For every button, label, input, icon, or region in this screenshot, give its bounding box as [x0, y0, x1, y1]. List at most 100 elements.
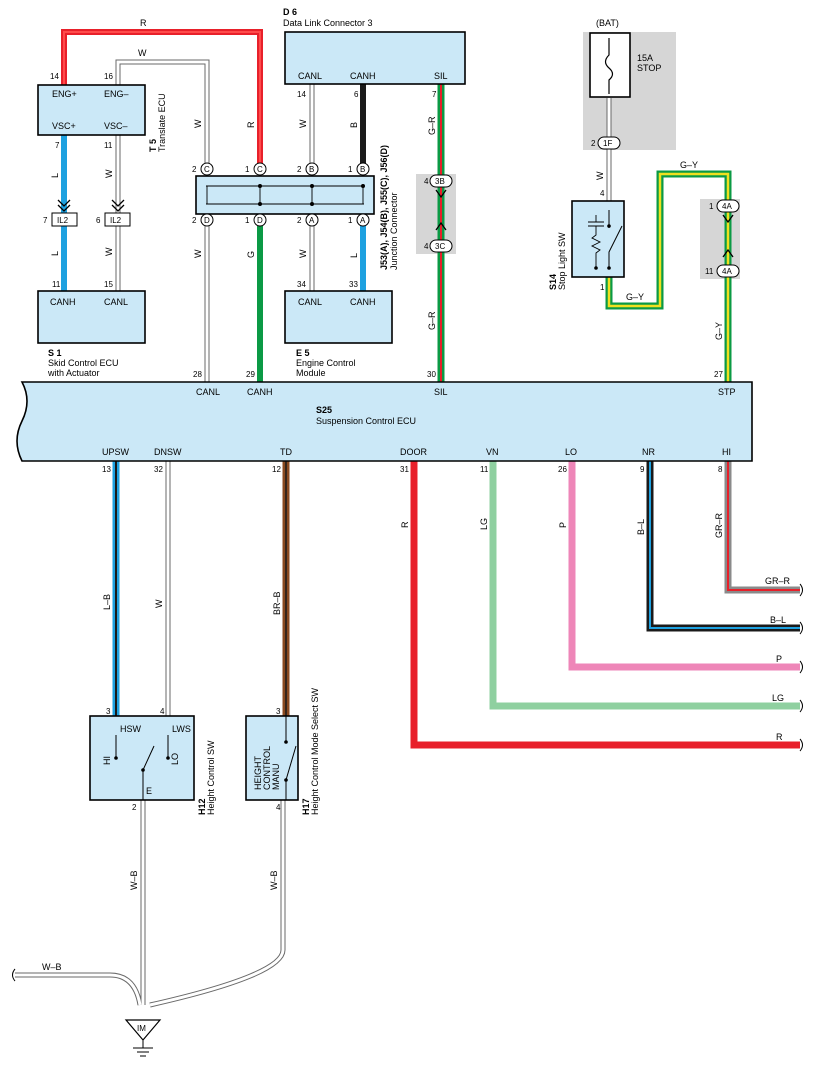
wire-label-r-2: R	[400, 521, 410, 528]
wire-label-w-1: W	[193, 119, 203, 128]
wire-label-wb-1: W–B	[129, 870, 139, 890]
e5-pin-canl: CANL	[298, 297, 322, 307]
pin-number: 4	[600, 189, 605, 198]
junction-b-right: B	[360, 165, 365, 174]
wire-label-b: B	[349, 122, 359, 128]
wire-r-top	[61, 29, 263, 170]
wire-label-gr-2: G–R	[427, 311, 437, 330]
s25-pin-dnsw: DNSW	[154, 447, 182, 457]
wire-label-gy-2: G–Y	[626, 292, 644, 302]
wire-label-w-7: W	[595, 171, 605, 180]
junction-code: J53(A), J54(B), J55(C), J56(D)	[379, 145, 389, 270]
pin-number: 9	[640, 465, 645, 474]
d6-name: Data Link Connector 3	[283, 18, 373, 28]
ground-icon	[124, 1019, 162, 1057]
pin-number: 11	[480, 465, 489, 474]
wire-label-grr-1: GR–R	[714, 512, 724, 538]
pin-number: 30	[427, 370, 436, 379]
d6-pin-canl: CANL	[298, 71, 322, 81]
pin-number: 14	[297, 90, 306, 99]
s25-pin-nr: NR	[642, 447, 655, 457]
connector-1f-label: 1F	[603, 139, 612, 148]
junction-d-right: D	[257, 216, 263, 225]
e5-engine-control-module-box	[284, 290, 393, 344]
wire-end-markers	[12, 583, 803, 982]
wire-label-w-4: W	[104, 247, 114, 256]
d6-code: D 6	[283, 7, 297, 17]
h12-lws-label: LWS	[172, 724, 191, 734]
switch-icon	[284, 716, 297, 800]
s25-pin-td: TD	[280, 447, 292, 457]
pin-number: 33	[349, 280, 358, 289]
s1-code: S 1	[48, 348, 62, 358]
t5-pin-eng-minus: ENG–	[104, 89, 129, 99]
junction-a-left: A	[309, 216, 315, 225]
connector-1f	[597, 136, 621, 150]
wire-label-grr-2: GR–R	[765, 576, 791, 586]
junction-connector-box	[195, 175, 375, 215]
wire-w-top	[115, 59, 210, 170]
wire-label-wb-2: W–B	[269, 870, 279, 890]
pin-number: 1	[348, 165, 353, 174]
pin-number: 7	[55, 141, 60, 150]
junction-name: Junction Connector	[389, 192, 399, 270]
pin-number: 11	[705, 267, 714, 276]
connector-il2-left-label: IL2	[57, 216, 69, 225]
h17-label-line2: CONTROL	[262, 746, 272, 790]
wire-label-l-1: L	[50, 173, 60, 178]
h12-hsw-label: HSW	[120, 724, 142, 734]
junction-c-left: C	[204, 165, 210, 174]
junction-b-left: B	[309, 165, 314, 174]
wire-label-w-8: W	[154, 599, 164, 608]
h12-hi-label: HI	[102, 756, 112, 765]
pin-number: 11	[52, 280, 61, 289]
fuse-rating: 15A	[637, 53, 653, 63]
s1-skid-control-ecu-box	[37, 290, 146, 344]
s1-name1: Skid Control ECU	[48, 358, 119, 368]
pin-number: 27	[714, 370, 723, 379]
h17-name: Height Control Mode Select SW	[310, 687, 320, 815]
h17-label-line3: MANU	[271, 764, 281, 791]
d6-data-link-connector-box	[284, 31, 466, 85]
pin-number: 13	[102, 465, 111, 474]
h12-code: H12	[197, 798, 207, 815]
h12-lo-label: LO	[170, 753, 180, 765]
wire-label-brb: BR–B	[272, 591, 282, 615]
connector-3c-label: 3C	[435, 242, 445, 251]
t5-pin-eng-plus: ENG+	[52, 89, 77, 99]
pin-number: 34	[297, 280, 306, 289]
rocker-switch-icon	[114, 735, 170, 800]
junction-a-right: A	[360, 216, 366, 225]
junction-pin-markers	[200, 162, 370, 227]
wire-label-lb: L–B	[102, 594, 112, 610]
e5-pin-canh: CANH	[350, 297, 376, 307]
pin-number: 6	[354, 90, 359, 99]
pin-number: 32	[154, 465, 163, 474]
pin-number: 12	[272, 465, 281, 474]
pin-number: 28	[193, 370, 202, 379]
wire-label-gr-1: G–R	[427, 116, 437, 135]
s1-name2: with Actuator	[47, 368, 100, 378]
wire-label-p-1: P	[558, 522, 568, 528]
wire-label-w-3: W	[104, 169, 114, 178]
wire-label-w-top: W	[138, 48, 147, 58]
pin-number: 1	[348, 216, 353, 225]
wire-label-r-top: R	[140, 18, 147, 28]
s1-pin-canh: CANH	[50, 297, 76, 307]
s25-pin-door: DOOR	[400, 447, 428, 457]
s25-suspension-control-ecu-box	[16, 381, 753, 462]
connector-il2-right-label: IL2	[110, 216, 122, 225]
e5-name2: Module	[296, 368, 326, 378]
wire-hi-grr	[724, 460, 800, 594]
h17-mode-select-sw-box	[245, 715, 299, 801]
wire-nr-bl	[646, 460, 800, 632]
pin-number: 2	[192, 165, 197, 174]
ground-label: IM	[137, 1024, 146, 1033]
t5-code: T 5	[148, 139, 158, 152]
pin-number: 7	[432, 90, 437, 99]
wire-ground-wb	[15, 800, 286, 1008]
fuse-name: STOP	[637, 63, 661, 73]
t5-translate-ecu-box	[37, 84, 146, 136]
wire-label-l-3: L	[349, 253, 359, 258]
h17-label-line1: HEIGHT	[253, 755, 263, 790]
